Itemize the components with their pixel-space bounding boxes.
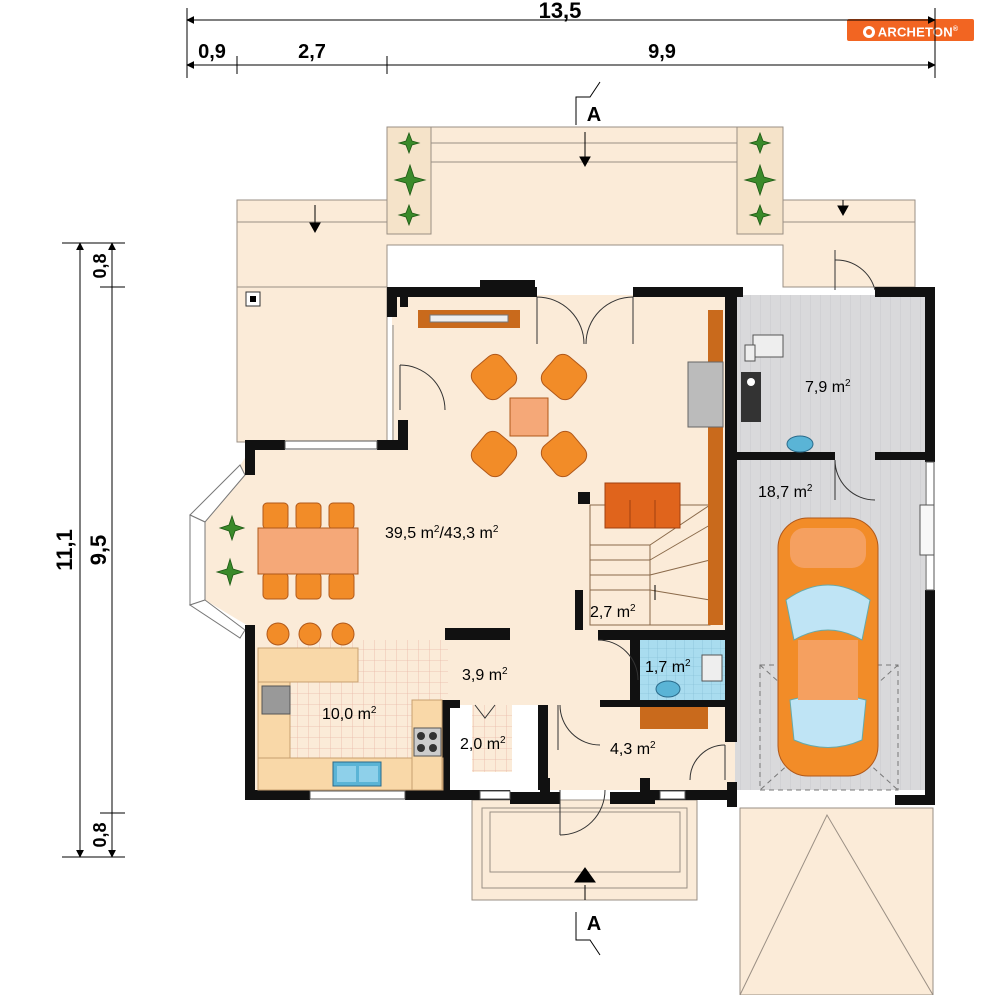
doors <box>392 250 876 836</box>
car <box>759 517 899 791</box>
room-label-bath: 1,7 m2 <box>645 658 691 676</box>
flow-arrows <box>309 132 849 900</box>
pantry-door-mark <box>474 704 496 719</box>
room-label-vestibule: 4,3 m2 <box>610 740 656 758</box>
dimension-lines <box>62 8 936 858</box>
kitchen-counters <box>257 681 444 791</box>
bar-stools <box>266 622 355 646</box>
section-label-bottom: A <box>587 913 601 935</box>
kitchen-bar-counter <box>257 647 359 683</box>
logo-reg: ® <box>952 26 959 33</box>
logo-mark-icon <box>862 26 875 39</box>
dim-left-a: 0,8 <box>90 253 110 278</box>
hall-bench <box>640 707 708 729</box>
boiler <box>741 334 814 453</box>
windows <box>284 440 935 800</box>
section-label-top: A <box>587 104 601 126</box>
dim-top-b: 2,7 <box>298 41 326 63</box>
dining-set <box>257 502 359 600</box>
dim-top-c: 9,9 <box>648 41 676 63</box>
sofa <box>604 482 681 529</box>
dim-left-b: 9,5 <box>86 535 111 566</box>
dim-left-total: 11,1 <box>52 529 77 571</box>
bathroom-fixtures <box>655 654 723 698</box>
section-mark-top <box>575 81 601 125</box>
room-label-kitchen: 10,0 m2 <box>322 705 377 723</box>
archeton-logo: ARCHETON® <box>847 19 974 41</box>
entrance-terrace <box>471 799 698 901</box>
dim-top-a: 0,9 <box>198 41 226 63</box>
tv-cabinet <box>687 361 724 428</box>
dim-top-total: 13,5 <box>539 0 582 23</box>
walls <box>245 280 935 807</box>
driveway <box>739 807 934 995</box>
fireplace <box>418 310 520 328</box>
room-label-stairs: 2,7 m2 <box>590 603 636 621</box>
room-label-boiler: 7,9 m2 <box>805 378 851 396</box>
plant-icons <box>215 131 777 587</box>
room-label-living: 39,5 m2/43,3 m2 <box>385 524 499 542</box>
room-label-hall: 3,9 m2 <box>462 666 508 684</box>
stair-railing-wood <box>708 310 723 625</box>
living-armchairs <box>470 353 588 478</box>
chimney-vent-core <box>250 296 256 302</box>
dim-left-c: 0,8 <box>90 822 110 847</box>
bay-window <box>188 464 246 639</box>
logo-text: ARCHETON <box>877 24 953 40</box>
section-mark-bottom <box>575 912 601 956</box>
room-label-garage: 18,7 m2 <box>758 483 813 501</box>
room-label-pantry: 2,0 m2 <box>460 735 506 753</box>
